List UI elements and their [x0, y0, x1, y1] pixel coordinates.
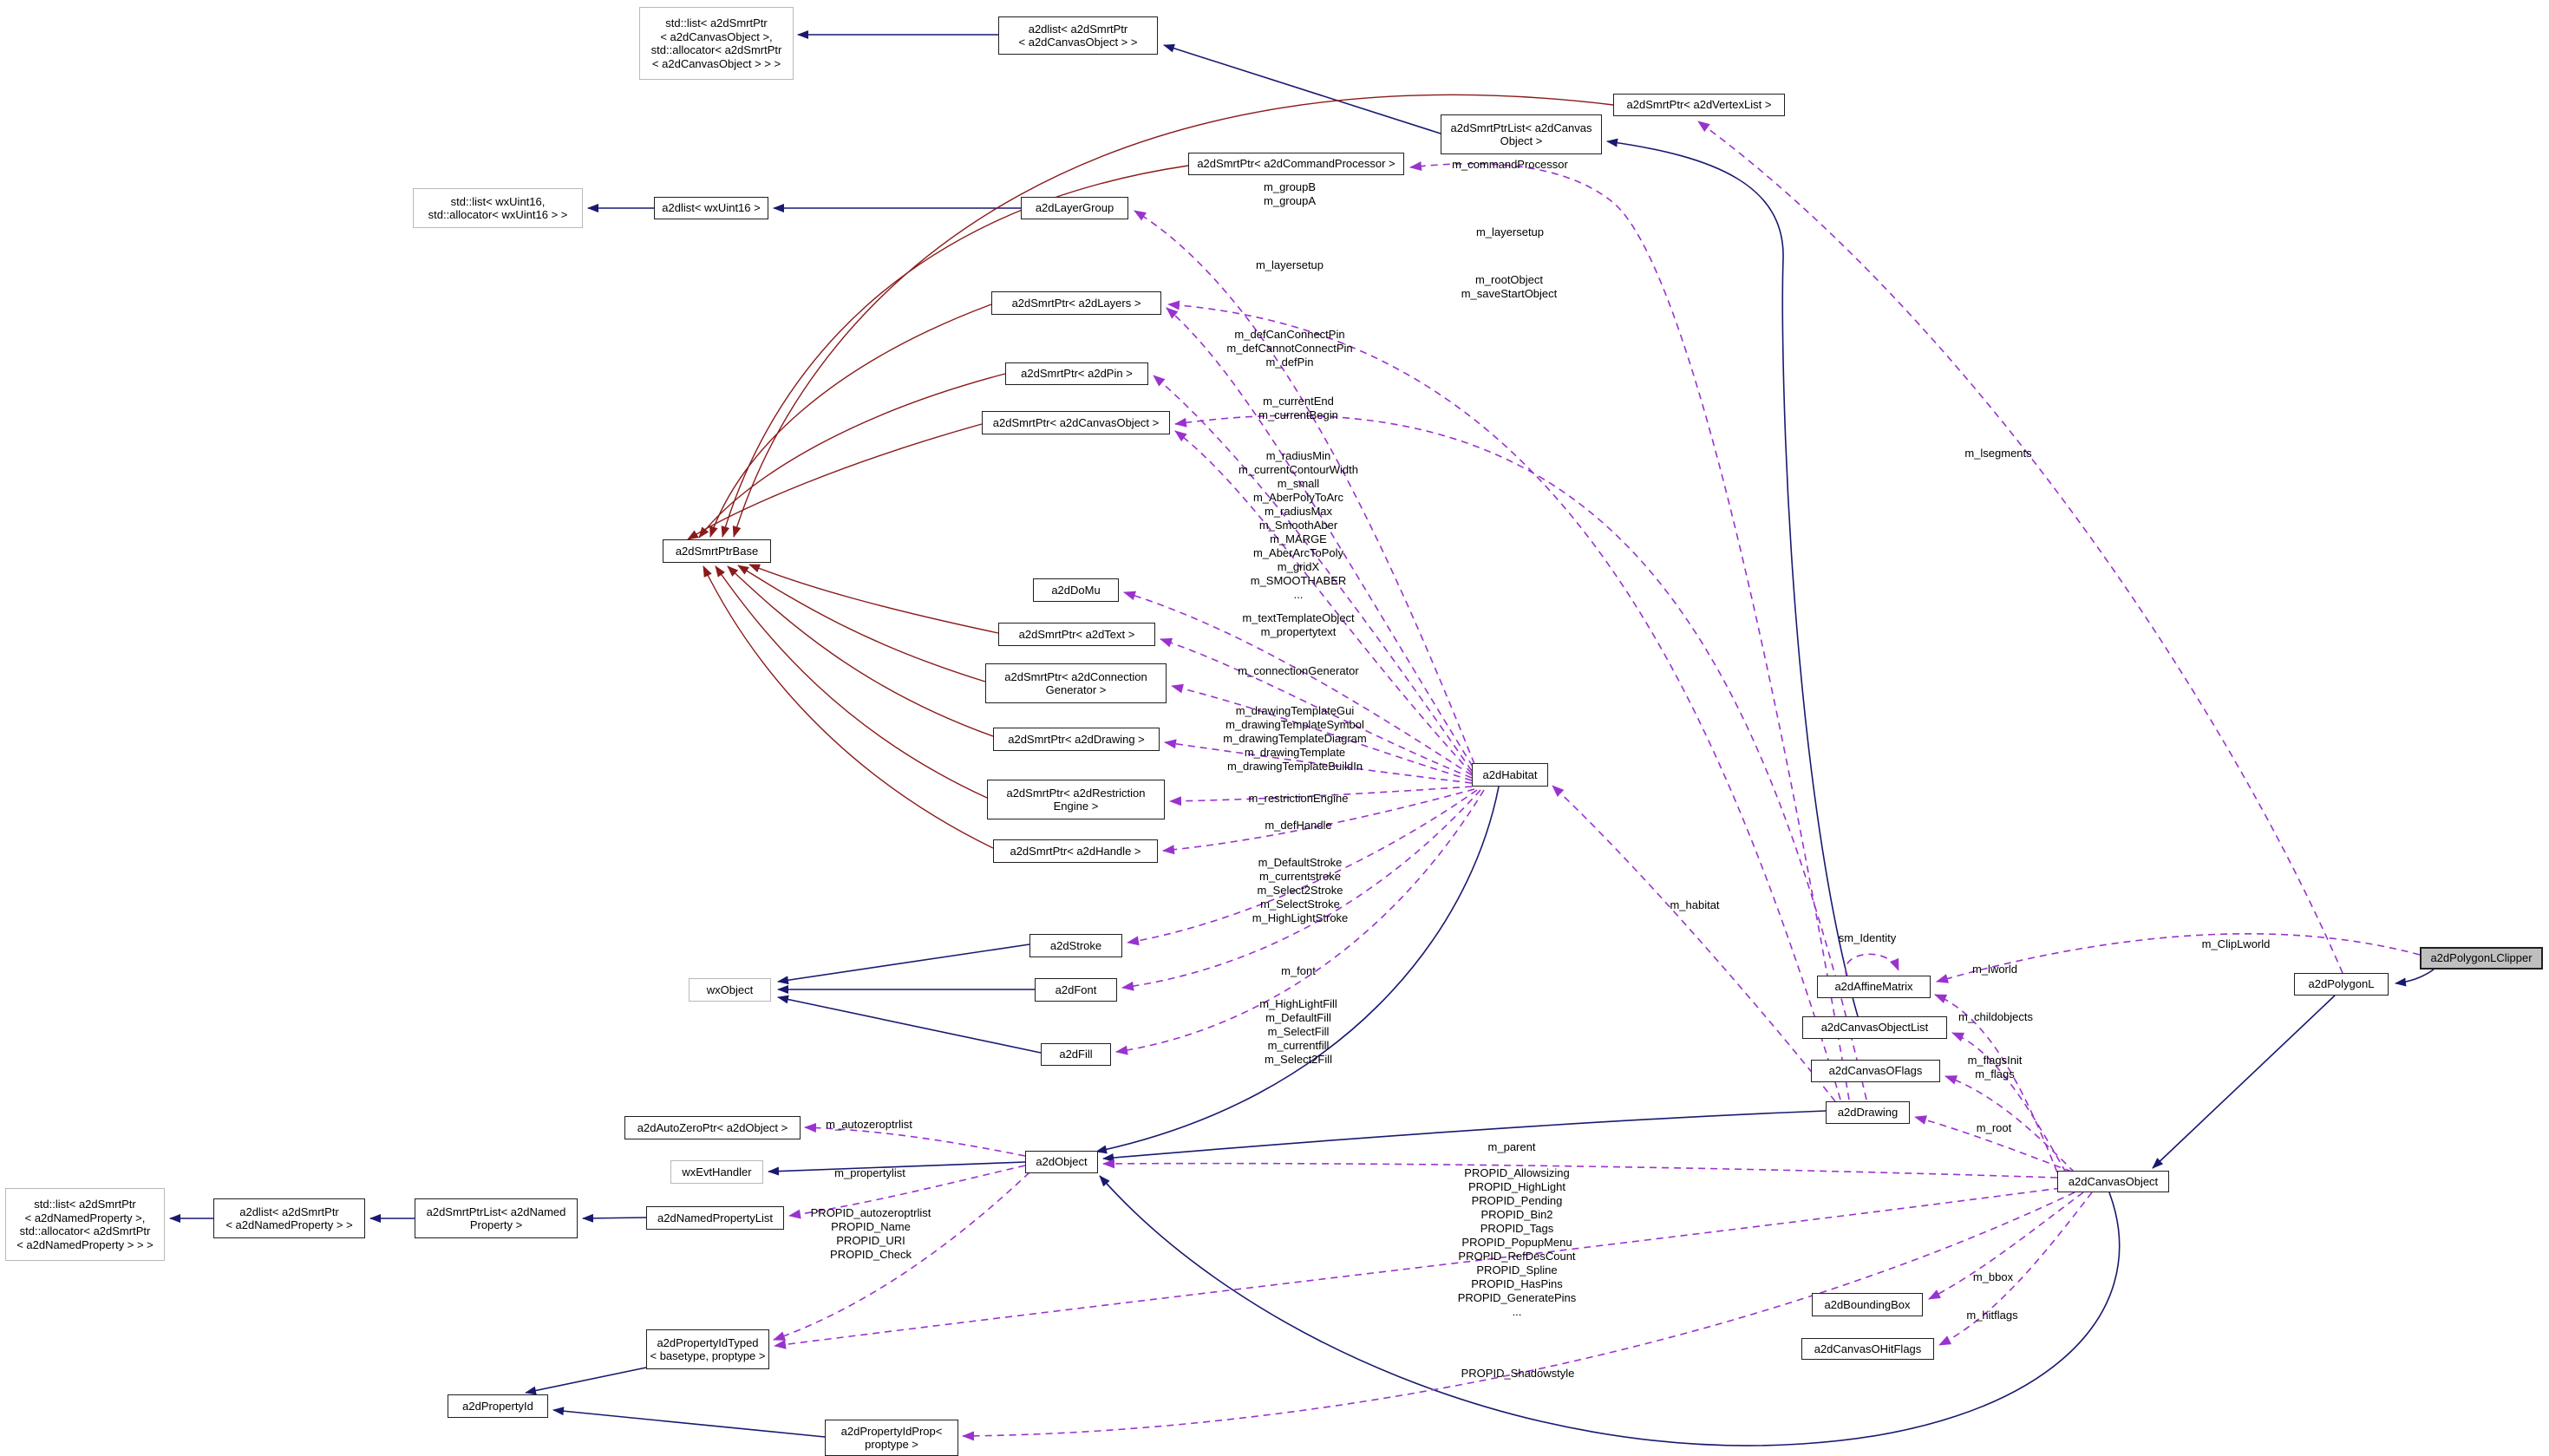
node-a2dlist-smrtptr-canvasobject[interactable]: a2dlist< a2dSmrtPtr < a2dCanvasObject > … [998, 16, 1158, 55]
node-smrtptr-canvasobject[interactable]: a2dSmrtPtr< a2dCanvasObject > [982, 411, 1170, 434]
node-wxevthandler: wxEvtHandler [670, 1160, 763, 1184]
edge-label-m-defpin: m_defCanConnectPin m_defCannotConnectPin… [1226, 328, 1353, 369]
node-smrtptr-restrictionengine[interactable]: a2dSmrtPtr< a2dRestriction Engine > [987, 780, 1165, 819]
node-boundingbox[interactable]: a2dBoundingBox [1812, 1293, 1923, 1316]
node-smrtptr-connectiongenerator[interactable]: a2dSmrtPtr< a2dConnection Generator > [985, 663, 1167, 703]
edge-label-m-layersetup-left: m_layersetup [1255, 258, 1324, 271]
edge-label-m-currentend: m_currentEnd m_currentBegin [1258, 395, 1338, 421]
node-fill[interactable]: a2dFill [1041, 1043, 1111, 1066]
node-namedpropertylist[interactable]: a2dNamedPropertyList [646, 1206, 784, 1230]
node-smrtptr-drawing[interactable]: a2dSmrtPtr< a2dDrawing > [993, 728, 1160, 751]
node-propertyidprop[interactable]: a2dPropertyIdProp< proptype > [825, 1420, 958, 1456]
edge-label-propid-block: PROPID_Allowsizing PROPID_HighLight PROP… [1457, 1166, 1577, 1318]
edge-label-m-cliplworld: m_ClipLworld [2201, 937, 2271, 950]
node-canvasoflags[interactable]: a2dCanvasOFlags [1811, 1060, 1940, 1082]
edge-label-m-commandprocessor: m_commandProcessor [1452, 158, 1568, 171]
node-smrtptrlist-canvasobject[interactable]: a2dSmrtPtrList< a2dCanvas Object > [1441, 114, 1602, 154]
edge-label-m-root: m_root [1976, 1121, 2012, 1134]
node-std-list-wxuint16: std::list< wxUint16, std::allocator< wxU… [413, 188, 583, 228]
node-domu[interactable]: a2dDoMu [1033, 578, 1119, 602]
edge-label-propid-object-block: PROPID_autozeroptrlist PROPID_Name PROPI… [810, 1206, 931, 1261]
node-polygonlclipper: a2dPolygonLClipper [2420, 947, 2543, 970]
node-smrtptr-layers[interactable]: a2dSmrtPtr< a2dLayers > [991, 291, 1161, 315]
edge-label-m-font: m_font [1281, 964, 1316, 977]
node-drawing[interactable]: a2dDrawing [1826, 1101, 1910, 1124]
node-smrtptrlist-namedproperty[interactable]: a2dSmrtPtrList< a2dNamed Property > [415, 1198, 578, 1238]
node-canvasohitflags[interactable]: a2dCanvasOHitFlags [1801, 1338, 1934, 1360]
edge-label-m-hitflags: m_hitflags [1966, 1309, 2018, 1322]
edge-label-m-childobjects: m_childobjects [1958, 1010, 2033, 1023]
node-std-list-namedproperty: std::list< a2dSmrtPtr < a2dNamedProperty… [5, 1188, 165, 1261]
node-smrtptr-pin[interactable]: a2dSmrtPtr< a2dPin > [1005, 362, 1148, 385]
edge-label-m-flags: m_flagsInit m_flags [1967, 1054, 2023, 1081]
edge-label-m-texttemplate: m_textTemplateObject m_propertytext [1242, 611, 1355, 638]
node-stroke[interactable]: a2dStroke [1029, 934, 1122, 957]
edge-label-propid-shadowstyle: PROPID_Shadowstyle [1461, 1367, 1575, 1380]
edge-label-m-habitat: m_habitat [1670, 898, 1720, 911]
edge-label-m-strokes: m_DefaultStroke m_currentstroke m_Select… [1252, 856, 1349, 924]
node-std-list-canvasobject: std::list< a2dSmrtPtr < a2dCanvasObject … [639, 7, 794, 80]
node-smrtptr-commandprocessor[interactable]: a2dSmrtPtr< a2dCommandProcessor > [1188, 153, 1404, 175]
edge-label-m-defhandle: m_defHandle [1265, 819, 1332, 832]
node-smrtptr-text[interactable]: a2dSmrtPtr< a2dText > [998, 623, 1155, 646]
edge-label-sm-identity: sm_Identity [1838, 931, 1897, 944]
node-a2dlist-wxuint16[interactable]: a2dlist< wxUint16 > [654, 197, 768, 219]
node-polygonl[interactable]: a2dPolygonL [2294, 973, 2389, 996]
node-wxobject: wxObject [689, 978, 771, 1002]
edge-label-m-lsegments: m_lsegments [1964, 447, 2032, 460]
node-smrtptr-handle[interactable]: a2dSmrtPtr< a2dHandle > [993, 839, 1158, 863]
edge-label-m-autozeroptrlist: m_autozeroptrlist [826, 1118, 912, 1131]
edge-label-m-radius-block: m_radiusMin m_currentContourWidth m_smal… [1239, 449, 1358, 601]
node-autozeroptr[interactable]: a2dAutoZeroPtr< a2dObject > [624, 1116, 801, 1139]
node-habitat[interactable]: a2dHabitat [1472, 763, 1548, 787]
node-canvasobject[interactable]: a2dCanvasObject [2057, 1171, 2169, 1192]
node-a2dlist-smrtptr-namedproperty[interactable]: a2dlist< a2dSmrtPtr < a2dNamedProperty >… [213, 1198, 365, 1238]
edge-label-m-group: m_groupB m_groupA [1264, 180, 1316, 207]
node-object[interactable]: a2dObject [1025, 1151, 1098, 1173]
edge-label-m-fills: m_HighLightFill m_DefaultFill m_SelectFi… [1259, 997, 1337, 1066]
edge-label-m-rootobject: m_rootObject m_saveStartObject [1461, 273, 1558, 300]
node-propertyid[interactable]: a2dPropertyId [448, 1394, 548, 1418]
edge-label-m-connectiongenerator: m_connectionGenerator [1238, 664, 1359, 677]
edge-label-m-drawingtemplates: m_drawingTemplateGui m_drawingTemplateSy… [1223, 704, 1367, 773]
edge-label-m-bbox: m_bbox [1972, 1270, 2014, 1283]
edge-label-m-restrictionengine: m_restrictionEngine [1248, 792, 1349, 805]
node-smrtptrbase[interactable]: a2dSmrtPtrBase [663, 539, 771, 563]
edge-label-m-propertylist: m_propertylist [834, 1166, 905, 1179]
node-layergroup[interactable]: a2dLayerGroup [1021, 197, 1128, 219]
edge-label-m-lworld: m_lworld [1971, 963, 2018, 976]
node-canvasobjectlist[interactable]: a2dCanvasObjectList [1802, 1016, 1947, 1039]
node-font[interactable]: a2dFont [1035, 978, 1117, 1002]
node-propertyidtyped[interactable]: a2dPropertyIdTyped < basetype, proptype … [646, 1329, 769, 1369]
edge-label-m-parent: m_parent [1487, 1140, 1536, 1153]
node-smrtptr-vertexlist[interactable]: a2dSmrtPtr< a2dVertexList > [1613, 94, 1785, 116]
node-affinematrix[interactable]: a2dAffineMatrix [1817, 976, 1931, 998]
edge-label-m-layersetup-top: m_layersetup [1475, 225, 1545, 238]
